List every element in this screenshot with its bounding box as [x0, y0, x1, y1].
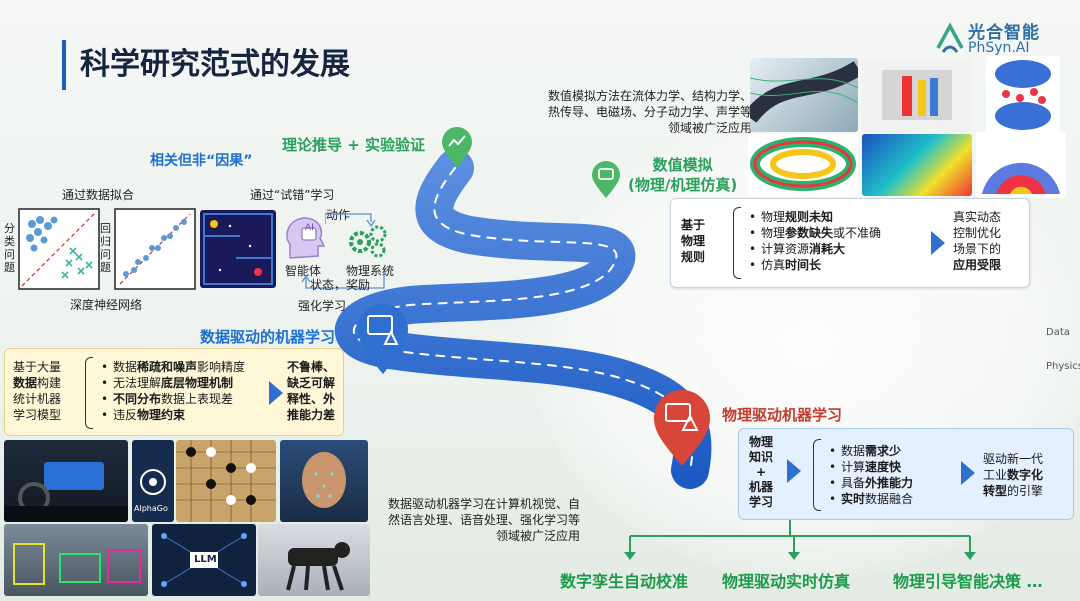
action-arrow-icon — [325, 213, 376, 228]
classification-label: 分类问题 — [4, 222, 15, 274]
agent-label: 智能体 — [285, 264, 322, 278]
classification-plot — [18, 208, 100, 290]
ml-bullet-3: 不同分布数据上表现差 — [101, 391, 271, 407]
acoustic-image — [976, 132, 1066, 198]
pml-box: 物理 知识 + 机器 学习 数据需求少 计算速度快 具备外推能力 实时数据融合 … — [738, 428, 1074, 520]
numerical-description: 数值模拟方法在流体力学、结构力学、热传导、电磁场、分子动力学、声学等领域被广泛应… — [547, 89, 752, 135]
numerical-bullet-1: 物理规则未知 — [749, 209, 919, 225]
state-reward-label: 状态，奖励 — [310, 278, 371, 292]
ai-chip-label: AI — [305, 223, 314, 233]
outcome-realtime-sim: 物理驱动实时仿真 — [722, 572, 851, 591]
pml-bullet-3: 具备外推能力 — [829, 475, 957, 491]
molecule-image — [986, 56, 1060, 134]
pml-brace — [813, 439, 821, 511]
logo-en: PhSyn.AI — [968, 40, 1030, 56]
action-label: 动作 — [326, 208, 351, 222]
physical-system-label: 物理系统 — [346, 264, 395, 278]
pml-bullets: 数据需求少 计算速度快 具备外推能力 实时数据融合 — [829, 443, 957, 507]
robot-dog-image — [258, 524, 370, 596]
logo: 光合智能 PhSyn.AI — [934, 16, 1074, 66]
numerical-bullet-3: 计算资源消耗大 — [749, 241, 919, 257]
numerical-box-right: 真实动态 控制优化 场景下的 应用受限 — [953, 210, 1002, 272]
outcome-decision: 物理引导智能决策 … — [893, 572, 1043, 591]
ml-bullet-4: 违反物理约束 — [101, 407, 271, 423]
alphago-image: AlphaGo — [132, 440, 174, 522]
cfd-image — [750, 58, 858, 132]
pin-numerical-icon — [592, 161, 620, 198]
pin-datadriven-icon — [358, 304, 408, 374]
pin-physics-ml-icon — [654, 390, 710, 466]
heat-image — [862, 58, 972, 132]
logo-cn: 光合智能 — [968, 23, 1040, 43]
numerical-bullet-4: 仿真时间长 — [749, 257, 919, 273]
milestone-theory: 理论推导 + 实验验证 — [282, 136, 426, 154]
ml-box-right: 不鲁棒、缺乏可解释性、外推能力差 — [287, 360, 336, 422]
ml-box: 基于大量 数据构建 统计机器 学习模型 数据稀疏和噪声影响精度 无法理解底层物理… — [4, 348, 344, 436]
llm-image: LLM — [152, 524, 256, 596]
regression-label: 回归问题 — [100, 222, 111, 274]
face-recognition-image — [280, 440, 368, 522]
car-dashboard-image — [4, 440, 128, 522]
ml-description: 数据驱动机器学习在计算机视觉、自然语言处理、语音处理、强化学习等领域被广泛应用 — [387, 497, 580, 543]
pin-theory-icon — [442, 127, 472, 168]
em-field-image — [862, 134, 972, 196]
rl-label: 强化学习 — [298, 299, 347, 313]
pml-bullet-2: 计算速度快 — [829, 459, 957, 475]
agent-icon — [286, 217, 326, 259]
outcome-digital-twin: 数字孪生自动校准 — [560, 572, 689, 591]
pml-bullet-4: 实时数据融合 — [829, 491, 957, 507]
outcome-connector — [624, 520, 976, 560]
game-image — [200, 210, 276, 288]
ml-brace — [85, 357, 93, 429]
milestone-numerical: 数值模拟 (物理/机理仿真) — [628, 156, 738, 194]
numerical-arrow-icon — [931, 231, 945, 255]
milestone-physics-ml: 物理驱动机器学习 — [722, 406, 843, 424]
gear-icon — [349, 225, 387, 258]
structure-image — [748, 134, 858, 196]
pml-box-right: 驱动新一代 工业数字化 转型的引擎 — [983, 452, 1044, 498]
ml-bullets: 数据稀疏和噪声影响精度 无法理解底层物理机制 不同分布数据上表现差 违反物理约束 — [101, 359, 271, 423]
pml-left-arrow-icon — [787, 459, 801, 483]
object-detection-image — [4, 524, 148, 596]
numerical-brace — [733, 207, 741, 279]
go-board-image — [176, 440, 276, 522]
trial-label: 通过“试错”学习 — [250, 188, 335, 202]
ml-bullet-2: 无法理解底层物理机制 — [101, 375, 271, 391]
correlation-heading: 相关但非“因果” — [150, 153, 253, 169]
ml-box-left: 基于大量 数据构建 统计机器 学习模型 — [13, 360, 62, 422]
numerical-bullets: 物理规则未知 物理参数缺失或不准确 计算资源消耗大 仿真时间长 — [749, 209, 919, 273]
ml-bullet-1: 数据稀疏和噪声影响精度 — [101, 359, 271, 375]
numerical-box: 基于 物理 规则 物理规则未知 物理参数缺失或不准确 计算资源消耗大 仿真时间长… — [670, 198, 1030, 288]
pml-bullet-1: 数据需求少 — [829, 443, 957, 459]
numerical-bullet-2: 物理参数缺失或不准确 — [749, 225, 919, 241]
milestone-datadriven: 数据驱动的机器学习 — [200, 328, 336, 346]
fit-label: 通过数据拟合 — [62, 188, 135, 202]
alphago-label: AlphaGo — [134, 504, 168, 513]
side-word-physics: Physics — [1046, 361, 1080, 372]
regression-plot — [114, 208, 196, 290]
pml-right-arrow-icon — [961, 461, 975, 485]
logo-icon — [936, 22, 964, 53]
pml-box-left: 物理 知识 + 机器 学习 — [749, 435, 774, 509]
numerical-box-left: 基于 物理 规则 — [681, 218, 706, 264]
dnn-label: 深度神经网络 — [70, 298, 143, 312]
ml-arrow-icon — [269, 381, 283, 405]
page-title: 科学研究范式的发展 — [62, 40, 350, 90]
llm-label: LLM — [194, 554, 217, 565]
side-word-data: Data — [1046, 327, 1070, 338]
state-arrow-icon — [301, 272, 385, 289]
